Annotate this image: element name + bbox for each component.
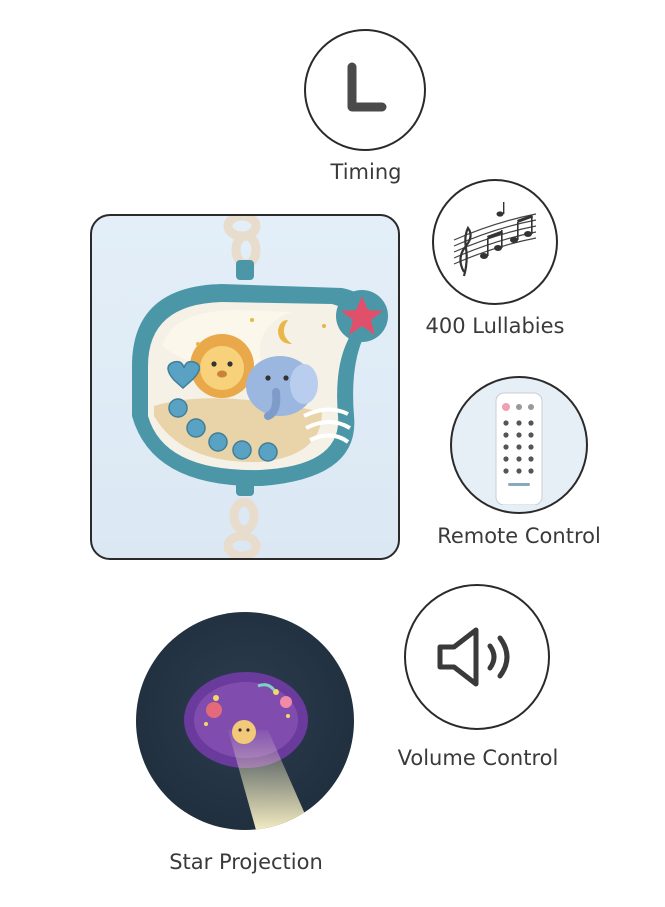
timing-label: Timing xyxy=(330,160,402,184)
timing-icon-circle xyxy=(304,29,426,151)
volume-icon-circle xyxy=(404,584,550,730)
remote-control-icon xyxy=(495,392,543,505)
clock-l-icon xyxy=(347,62,387,112)
lullabies-label: 400 Lullabies xyxy=(425,314,565,338)
remote-label: Remote Control xyxy=(437,524,601,548)
speaker-icon xyxy=(437,627,510,687)
lullabies-icon-circle xyxy=(432,179,558,305)
projection-icon xyxy=(184,672,312,830)
volume-label: Volume Control xyxy=(397,746,559,770)
product-image xyxy=(90,214,400,560)
music-box-device-illustration xyxy=(132,216,388,558)
music-notes-icon xyxy=(453,202,537,277)
projection-label: Star Projection xyxy=(169,850,323,874)
remote-icon-circle xyxy=(450,376,588,514)
projection-image xyxy=(136,612,354,830)
